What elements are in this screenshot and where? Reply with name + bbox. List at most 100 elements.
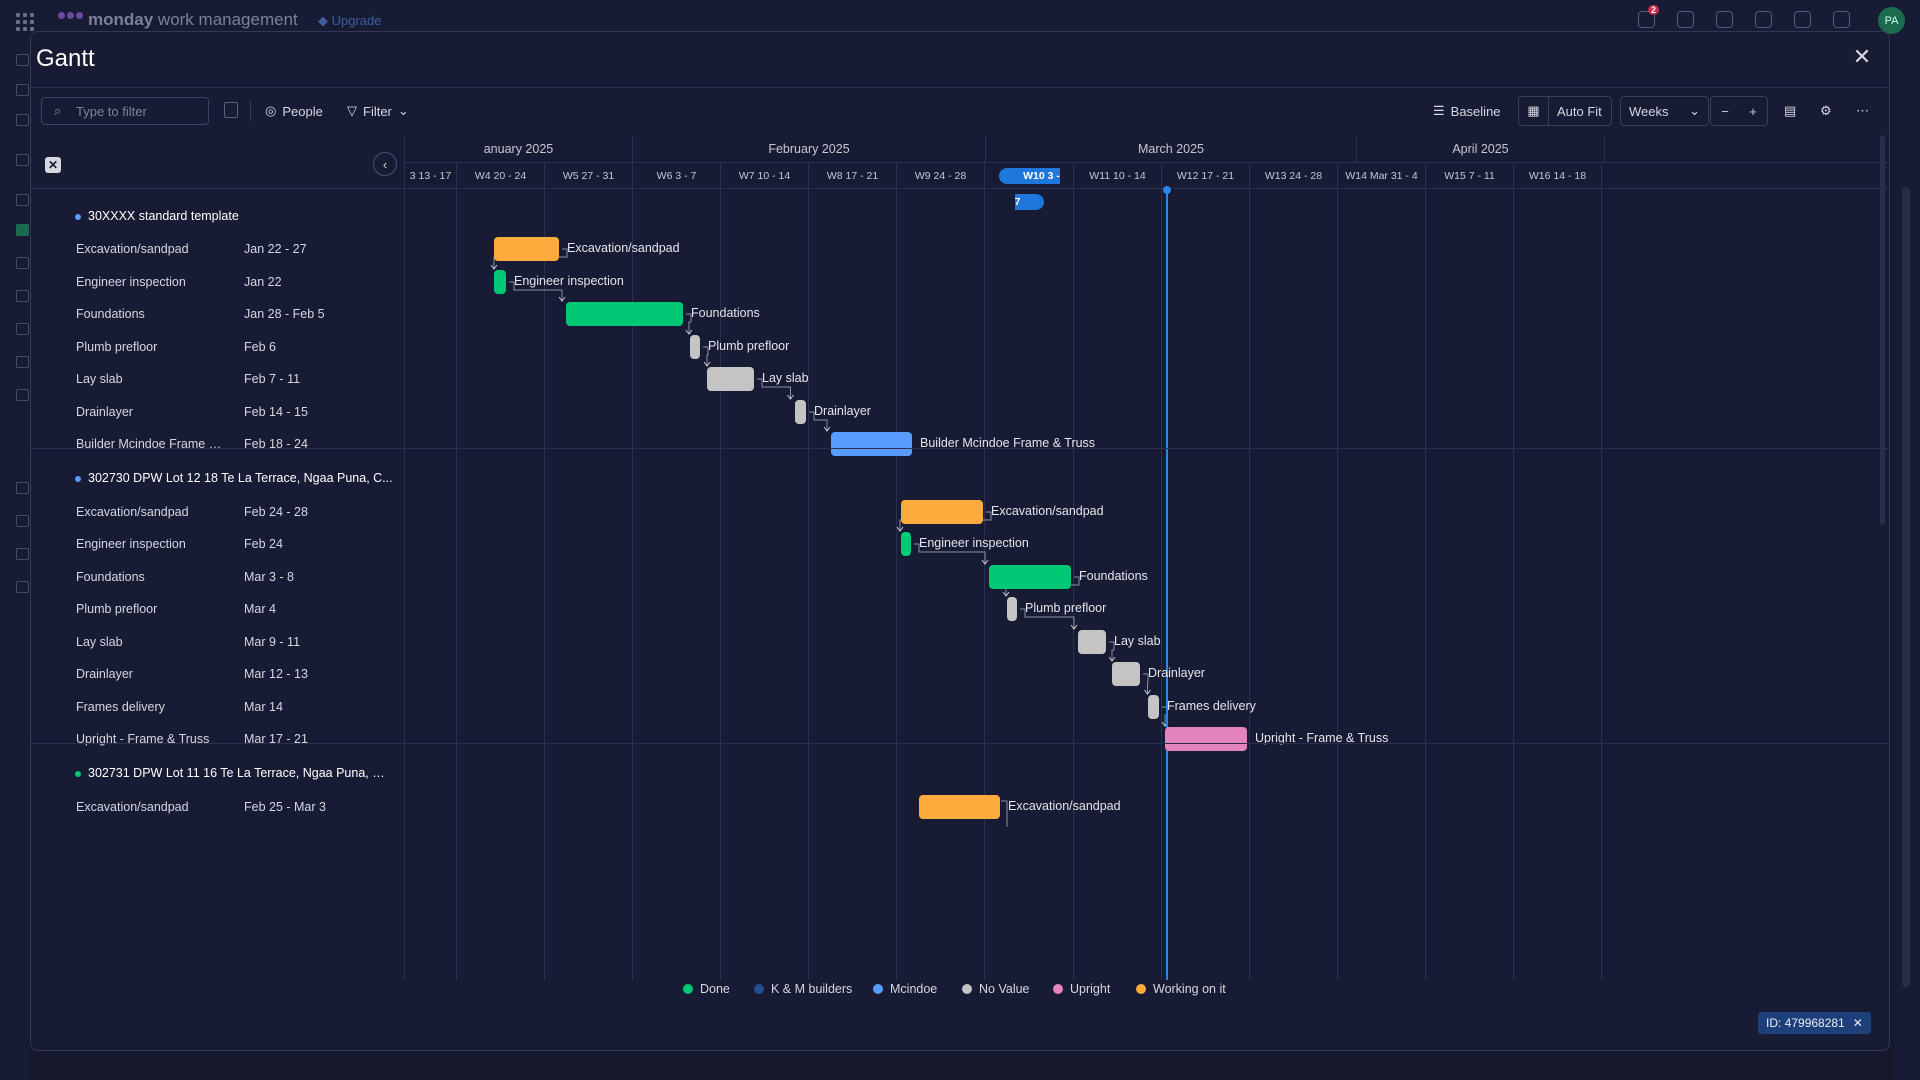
inbox-icon[interactable] bbox=[1677, 11, 1694, 28]
gantt-bar[interactable] bbox=[1165, 727, 1247, 751]
scale-select[interactable]: Weeks ⌄ bbox=[1620, 96, 1709, 126]
zoom-out-icon[interactable]: − bbox=[1721, 103, 1729, 119]
more-options-icon[interactable]: ⋯ bbox=[1856, 103, 1869, 118]
baseline-button[interactable]: ☰ Baseline bbox=[1427, 96, 1507, 126]
task-row[interactable]: Builder Mcindoe Frame & TrussFeb 18 - 24 bbox=[31, 424, 404, 464]
gantt-bar[interactable] bbox=[494, 270, 506, 294]
help-icon[interactable] bbox=[1833, 11, 1850, 28]
gantt-bar[interactable] bbox=[901, 532, 911, 556]
invite-members-icon[interactable] bbox=[1716, 11, 1733, 28]
board-icon[interactable] bbox=[16, 389, 29, 401]
today-marker bbox=[1166, 189, 1168, 980]
workspace-badge-icon[interactable] bbox=[16, 224, 29, 236]
gantt-bar[interactable] bbox=[566, 302, 683, 326]
gantt-bar-label: Excavation/sandpad bbox=[991, 504, 1104, 518]
search-icon[interactable] bbox=[1794, 11, 1811, 28]
filter-button[interactable]: ▽ Filter ⌄ bbox=[341, 96, 415, 126]
my-work-icon[interactable] bbox=[16, 84, 29, 96]
auto-fit-button[interactable]: Auto Fit bbox=[1557, 103, 1602, 119]
collapse-panel-button[interactable]: ‹ bbox=[373, 152, 397, 176]
gantt-bar[interactable] bbox=[1148, 695, 1159, 719]
board-icon[interactable] bbox=[16, 257, 29, 269]
dependency-arrow bbox=[685, 329, 693, 335]
vertical-scrollbar[interactable] bbox=[1880, 135, 1885, 525]
more-icon[interactable] bbox=[16, 114, 29, 126]
close-icon[interactable]: ✕ bbox=[1852, 1016, 1863, 1030]
apps-grid-icon[interactable] bbox=[16, 13, 34, 31]
settings-gear-icon[interactable]: ⚙ bbox=[1820, 103, 1832, 118]
gantt-bar[interactable] bbox=[831, 432, 912, 456]
week-gridline bbox=[544, 189, 545, 980]
calendar-icon[interactable]: ▦ bbox=[1519, 97, 1549, 125]
filter-search-field[interactable]: ⌕ bbox=[41, 97, 209, 125]
gantt-bar[interactable] bbox=[1007, 597, 1017, 621]
dependency-link bbox=[1109, 641, 1115, 661]
apps-icon[interactable] bbox=[1755, 11, 1772, 28]
task-date: Mar 3 - 8 bbox=[244, 570, 295, 584]
favorites-icon[interactable] bbox=[16, 154, 29, 166]
group-header[interactable]: 302730 DPW Lot 12 18 Te La Terrace, Ngaa… bbox=[31, 459, 404, 499]
upgrade-link[interactable]: ◆ Upgrade bbox=[318, 13, 382, 28]
notifications-icon[interactable]: 2 bbox=[1638, 5, 1660, 28]
gantt-bar[interactable] bbox=[919, 795, 1000, 819]
gantt-bar[interactable] bbox=[1112, 662, 1140, 686]
board-icon[interactable] bbox=[16, 323, 29, 335]
save-view-icon[interactable] bbox=[224, 102, 238, 118]
avatar[interactable]: PA bbox=[1878, 7, 1905, 34]
page-scrollbar[interactable] bbox=[1902, 187, 1910, 987]
group-header[interactable]: 30XXXX standard template bbox=[31, 197, 404, 237]
week-label: W12 17 - 21 bbox=[1162, 163, 1250, 189]
group-header[interactable]: 302731 DPW Lot 11 16 Te La Terrace, Ngaa… bbox=[31, 754, 404, 794]
board-icon[interactable] bbox=[16, 515, 29, 527]
split-view-icon[interactable]: ▤ bbox=[1784, 103, 1797, 118]
baseline-icon: ☰ bbox=[1433, 103, 1445, 118]
board-icon[interactable] bbox=[16, 548, 29, 560]
gantt-bar[interactable] bbox=[690, 335, 700, 359]
dependency-arrow bbox=[1002, 591, 1010, 597]
month-label: February 2025 bbox=[633, 135, 986, 163]
gantt-bar-label: Plumb prefloor bbox=[1025, 601, 1107, 615]
week-label: W4 20 - 24 bbox=[457, 163, 545, 189]
week-label: W15 7 - 11 bbox=[1426, 163, 1514, 189]
right-sidebar bbox=[1894, 42, 1920, 1080]
gantt-bar[interactable] bbox=[1078, 630, 1106, 654]
board-icon[interactable] bbox=[16, 581, 29, 593]
workspaces-icon[interactable] bbox=[16, 194, 29, 206]
board-icon[interactable] bbox=[16, 356, 29, 368]
week-gridline bbox=[1337, 189, 1338, 980]
people-filter-button[interactable]: ◎ People bbox=[259, 96, 329, 126]
close-button[interactable]: ✕ bbox=[1852, 44, 1872, 69]
gantt-bar[interactable] bbox=[494, 237, 559, 261]
gantt-bar-label: Lay slab bbox=[762, 371, 809, 385]
board-icon[interactable] bbox=[16, 482, 29, 494]
gantt-bar[interactable] bbox=[707, 367, 754, 391]
board-icon[interactable] bbox=[16, 290, 29, 302]
home-icon[interactable] bbox=[16, 54, 29, 66]
column-toggle-icon[interactable]: ✕ bbox=[45, 157, 61, 173]
gantt-bar[interactable] bbox=[901, 500, 983, 524]
filter-input[interactable] bbox=[76, 103, 206, 119]
dependency-link bbox=[686, 313, 692, 334]
gantt-bar[interactable] bbox=[989, 565, 1071, 589]
zoom-in-icon[interactable]: + bbox=[1749, 103, 1757, 119]
notification-badge: 2 bbox=[1648, 5, 1660, 15]
person-icon: ◎ bbox=[265, 103, 277, 118]
gantt-bar[interactable] bbox=[795, 400, 806, 424]
task-name: Excavation/sandpad bbox=[76, 505, 189, 519]
